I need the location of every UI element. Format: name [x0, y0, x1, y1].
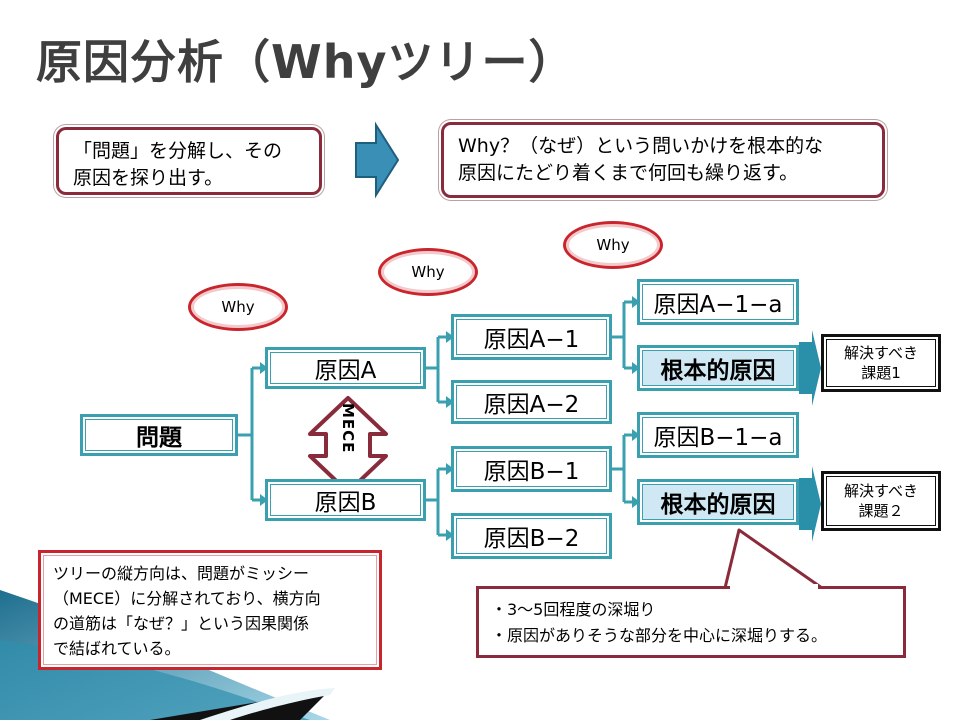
intro-left-line1: 「問題」を分解し、その [73, 140, 283, 162]
cause-b1-node: 原因B−1 [451, 446, 612, 492]
why-bubble-3: Why [563, 221, 663, 269]
note-line-1: ツリーの縦方向は、問題がミッシー [53, 564, 310, 583]
root-cause-b-node: 根本的原因 [637, 479, 799, 525]
cause-b-node: 原因B [265, 479, 426, 521]
task-1-line2: 課題1 [861, 364, 901, 382]
note-line-2: （MECE）に分解されており、横方向 [53, 589, 321, 608]
root-cause-a-node: 根本的原因 [637, 345, 799, 391]
cause-a2-node: 原因A−2 [451, 380, 612, 424]
cause-a1-node: 原因A−1 [451, 314, 612, 360]
depth-callout: ・3〜5回程度の深堀り ・原因がありそうな部分を中心に深堀りする。 [476, 586, 906, 658]
task-box-1: 解決すべき 課題1 [821, 334, 941, 392]
callout-seam [730, 584, 818, 590]
intro-right-line2: 原因にたどり着くまで何回も繰り返す。 [458, 162, 799, 184]
callout-line-1: ・3〜5回程度の深堀り [491, 600, 656, 619]
mece-label: MECE [339, 403, 357, 454]
callout-line-2: ・原因がありそうな部分を中心に深堀りする。 [491, 626, 828, 645]
cause-a1a-node: 原因A−1−a [637, 279, 799, 325]
task-box-2: 解決すべき 課題２ [821, 471, 941, 531]
intro-right-note: Why？（なぜ）という問いかけを根本的な 原因にたどり着くまで何回も繰り返す。 [441, 122, 885, 198]
cause-a-node: 原因A [265, 347, 426, 389]
cause-b1a-node: 原因B−1−a [637, 412, 799, 458]
mece-explanation-note: ツリーの縦方向は、問題がミッシー （MECE）に分解されており、横方向 の道筋は… [38, 550, 382, 670]
note-line-3: の道筋は「なぜ？」という因果関係 [53, 614, 310, 633]
cause-b2-node: 原因B−2 [451, 513, 612, 559]
why-bubble-1: Why [188, 283, 288, 331]
intro-left-line2: 原因を探り出す。 [73, 167, 224, 189]
note-line-4: で結ばれている。 [53, 639, 181, 658]
task-1-line1: 解決すべき [844, 344, 918, 362]
why-bubble-2: Why [378, 248, 478, 296]
task-2-line2: 課題２ [858, 502, 904, 520]
root-problem-node: 問題 [80, 414, 238, 456]
page-title: 原因分析（Whyツリー） [36, 35, 576, 89]
intro-left-note: 「問題」を分解し、その 原因を探り出す。 [56, 127, 322, 195]
intro-right-line1: Why？（なぜ）という問いかけを根本的な [458, 135, 824, 157]
task-2-line1: 解決すべき [844, 482, 918, 500]
